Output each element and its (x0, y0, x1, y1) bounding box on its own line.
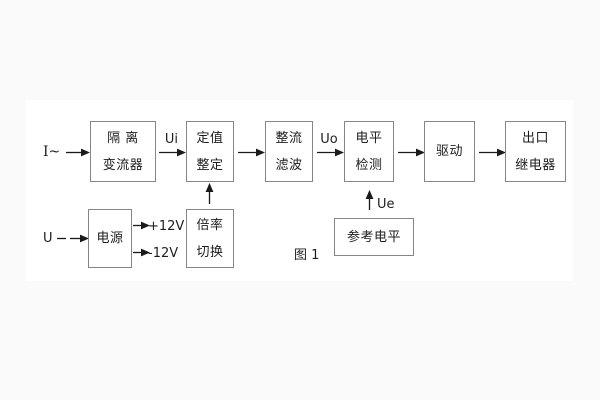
block-level-line2: 检测 (355, 157, 383, 173)
block-ratio-line1: 倍率 (196, 217, 224, 233)
block-reference-label: 参考电平 (346, 229, 401, 245)
block-relay-line1: 出口 (521, 130, 549, 146)
block-setpoint-adjust: 定值 整定 (186, 121, 234, 182)
block-isolation-transformer: 隔 离 变流器 (90, 121, 156, 182)
block-output-relay: 出口 继电器 (505, 121, 566, 182)
block-power-supply: 电源 (88, 209, 132, 268)
block-level-detect: 电平 检测 (344, 121, 394, 182)
label-plus12v: +12V (148, 219, 185, 234)
label-current-input: I~ (43, 144, 61, 160)
block-relay-line2: 继电器 (515, 157, 556, 173)
block-level-line1: 电平 (355, 130, 383, 146)
block-drive-label: 驱动 (435, 144, 463, 159)
block-drive: 驱动 (424, 121, 475, 182)
label-minus12v: -12V (148, 246, 179, 261)
block-rectifier-filter: 整流 滤波 (265, 121, 313, 182)
block-rectifier-line2: 滤波 (275, 157, 303, 173)
block-isolation-line1: 隔 离 (107, 130, 139, 146)
block-ratio-line2: 切换 (196, 244, 224, 260)
label-ui: Ui (164, 132, 179, 147)
block-rectifier-line1: 整流 (275, 130, 303, 146)
label-ue: Ue (377, 197, 395, 212)
label-voltage-input: U (43, 231, 53, 246)
figure-caption: 图 1 (294, 248, 320, 263)
block-isolation-line2: 变流器 (102, 157, 144, 173)
block-ratio-switch: 倍率 切换 (186, 209, 234, 268)
block-reference-level: 参考电平 (334, 218, 414, 256)
label-uo: Uo (320, 132, 338, 147)
block-setting-line2: 整定 (196, 157, 224, 173)
block-power-label: 电源 (96, 231, 124, 246)
block-setting-line1: 定值 (196, 130, 224, 146)
